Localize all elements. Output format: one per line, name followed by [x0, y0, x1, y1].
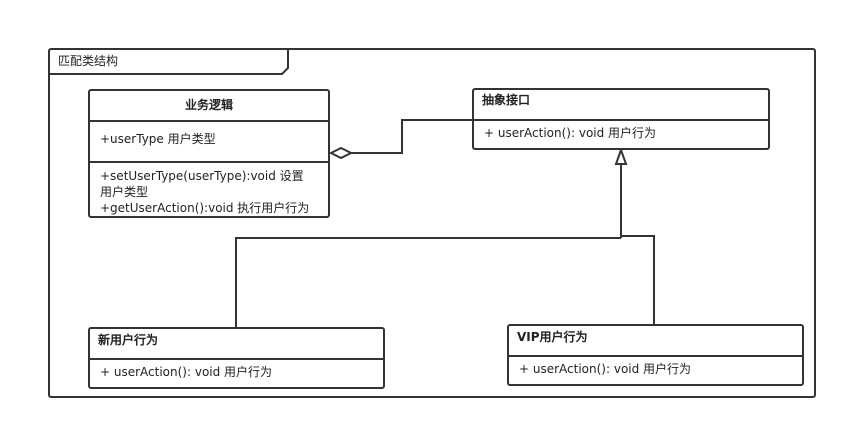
- aggregation-line[interactable]: [350, 119, 474, 154]
- operation: +getUserAction():void 执行用户行为: [100, 201, 310, 215]
- class-abstract-interface[interactable]: 抽象接口 + userAction(): void 用户行为: [472, 88, 770, 150]
- operation: + userAction(): void 用户行为: [100, 365, 273, 379]
- operation: + userAction(): void 用户行为: [484, 126, 657, 140]
- generalization-line-vip-user[interactable]: [621, 235, 655, 324]
- frame-tab: 匹配类结构: [50, 50, 290, 75]
- class-name: 业务逻辑: [184, 98, 233, 112]
- attribute: +userType 用户类型: [100, 132, 216, 146]
- aggregation-diamond: [328, 146, 354, 160]
- class-vip-user-action[interactable]: VIP用户行为 + userAction(): void 用户行为: [507, 324, 804, 386]
- class-new-user-action[interactable]: 新用户行为 + userAction(): void 用户行为: [88, 327, 385, 389]
- attributes-section: +userType 用户类型: [90, 120, 328, 161]
- operations-section: + userAction(): void 用户行为: [509, 355, 802, 381]
- operations-section: + userAction(): void 用户行为: [90, 358, 383, 384]
- operation: +setUserType(userType):void 设置 用户类型: [100, 169, 304, 199]
- class-name: 新用户行为: [98, 333, 159, 347]
- operations-section: + userAction(): void 用户行为: [474, 119, 768, 145]
- frame-title: 匹配类结构: [58, 54, 119, 68]
- class-name: 抽象接口: [482, 93, 531, 107]
- package-frame: 匹配类结构: [48, 48, 816, 398]
- generalization-triangle: [614, 147, 628, 165]
- class-business-logic[interactable]: 业务逻辑 +userType 用户类型 +setUserType(userTyp…: [88, 89, 330, 218]
- generalization-line-new-user[interactable]: [235, 237, 621, 327]
- class-name: VIP用户行为: [517, 330, 588, 344]
- operations-section: +setUserType(userType):void 设置 用户类型 +get…: [90, 161, 328, 220]
- operation: + userAction(): void 用户行为: [519, 362, 692, 376]
